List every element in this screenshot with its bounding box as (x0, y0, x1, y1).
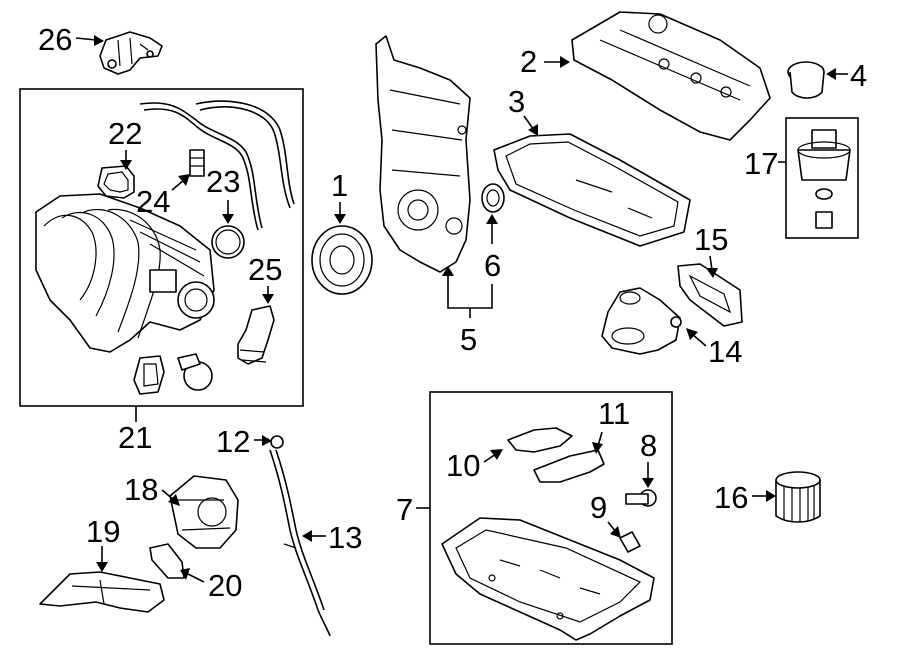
baffle-10-part[interactable] (507, 427, 573, 453)
label-4: 4 (850, 58, 867, 93)
oil-filter-part[interactable] (775, 471, 821, 523)
water-outlet-housing-part[interactable] (169, 475, 239, 549)
label-3: 3 (508, 84, 525, 119)
baffle-11-part[interactable] (533, 449, 605, 483)
label-16: 16 (714, 480, 748, 515)
label-15: 15 (694, 222, 728, 257)
oil-pan-group-box (429, 391, 673, 645)
oil-pump-part[interactable] (601, 287, 682, 355)
vacuum-hose-part[interactable] (139, 100, 295, 231)
gasket-20-part[interactable] (149, 543, 185, 579)
label-6: 6 (484, 248, 501, 283)
label-17: 17 (744, 146, 778, 181)
label-2: 2 (520, 44, 537, 79)
oil-filler-cap-part[interactable] (787, 61, 825, 99)
callout-labels: 26 22 24 23 25 21 1 2 3 4 5 6 17 15 14 1… (38, 22, 867, 603)
crankshaft-pulley-part[interactable] (311, 225, 373, 295)
label-11: 11 (598, 396, 630, 431)
label-9: 9 (590, 490, 607, 525)
bracket-part[interactable] (39, 571, 165, 613)
drain-plug-gasket-part[interactable] (619, 531, 641, 553)
o-ring-23-part[interactable] (211, 225, 245, 259)
label-5: 5 (460, 322, 477, 357)
drain-plug-part[interactable] (625, 489, 657, 507)
label-8: 8 (640, 428, 657, 463)
label-25: 25 (248, 252, 282, 287)
label-18: 18 (124, 472, 158, 507)
map-sensor-part[interactable] (237, 305, 275, 365)
egr-valve-part[interactable] (133, 353, 213, 395)
timing-cover-part[interactable] (375, 35, 471, 273)
oil-filter-housing-part[interactable] (797, 129, 851, 229)
label-19: 19 (86, 514, 120, 549)
intake-manifold-group-box (19, 88, 304, 407)
label-20: 20 (208, 568, 242, 603)
label-13: 13 (328, 520, 362, 555)
label-23: 23 (206, 164, 240, 199)
leader-lines (75, 35, 848, 583)
valve-cover-gasket-part[interactable] (493, 133, 691, 247)
label-24: 24 (136, 184, 170, 219)
engine-mount-part[interactable] (99, 31, 163, 75)
label-21: 21 (118, 420, 152, 455)
valve-cover-part[interactable] (571, 11, 771, 141)
front-crank-seal-part[interactable] (481, 183, 505, 213)
label-7: 7 (396, 492, 413, 527)
label-26: 26 (38, 22, 72, 57)
label-10: 10 (446, 448, 480, 483)
label-1: 1 (331, 168, 348, 203)
label-22: 22 (108, 116, 142, 151)
label-14: 14 (708, 334, 742, 369)
intake-manifold-part[interactable] (35, 193, 215, 353)
gasket-22-part[interactable] (97, 165, 135, 199)
oil-filter-housing-box (785, 117, 859, 239)
dipstick-part[interactable] (269, 435, 331, 637)
pcv-valve-part[interactable] (189, 149, 205, 177)
oil-pan-part[interactable] (441, 517, 655, 641)
label-12: 12 (216, 424, 250, 459)
